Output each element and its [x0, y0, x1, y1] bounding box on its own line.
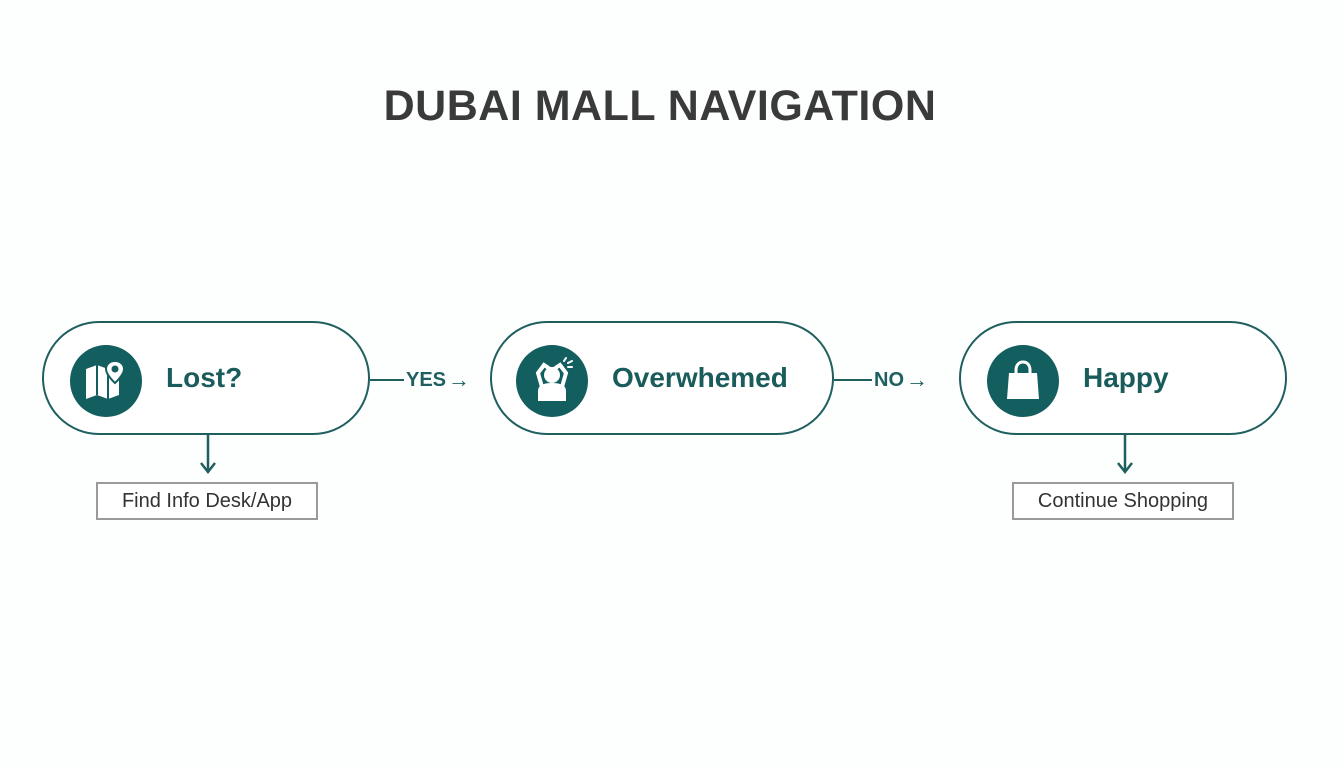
- edge-line: [370, 379, 404, 381]
- shopping-bag-icon: [987, 345, 1059, 417]
- node-label: Lost?: [166, 362, 243, 393]
- map-pin-icon: [70, 345, 142, 417]
- edge-yes: YES →: [370, 367, 470, 393]
- arrow-down-icon: [1117, 435, 1133, 475]
- arrow-right-icon: →: [448, 367, 471, 392]
- arrow-down-icon: [200, 435, 216, 475]
- arrow-right-icon: →: [906, 367, 928, 392]
- edge-label: NO: [874, 368, 904, 391]
- node-overwhelmed: Overwhemed: [490, 321, 834, 435]
- page-title: DUBAI MALL NAVIGATION: [383, 82, 937, 130]
- node-lost: Lost?: [42, 321, 370, 435]
- node-label: Overwhemed: [612, 362, 788, 393]
- outcome-continue-shopping: Continue Shopping: [1012, 482, 1234, 520]
- node-label: Happy: [1083, 362, 1169, 393]
- stressed-person-icon: [516, 345, 588, 417]
- edge-line: [834, 379, 872, 381]
- edge-label: YES: [406, 368, 447, 391]
- node-happy: Happy: [959, 321, 1287, 435]
- edge-no: NO →: [834, 367, 928, 393]
- outcome-find-info-desk: Find Info Desk/App: [96, 482, 318, 520]
